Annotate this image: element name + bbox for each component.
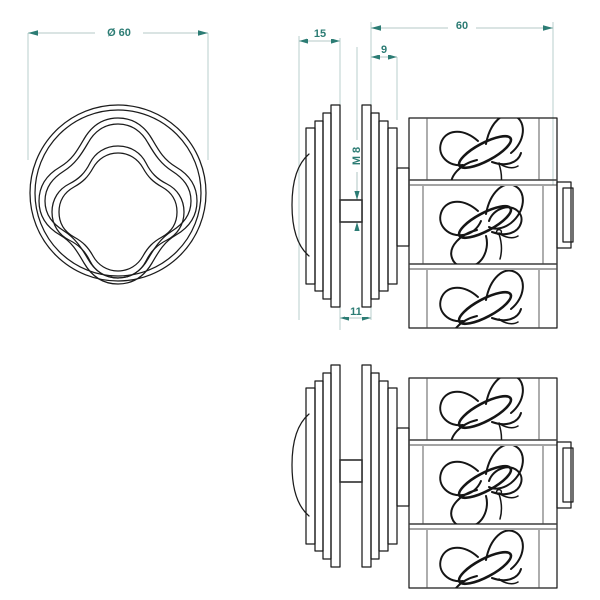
dimension-label-11: 11: [350, 306, 362, 318]
side-view-top: [291, 104, 574, 329]
dimension-label-m8: M 8: [351, 147, 363, 165]
body-boss-inner-top: [562, 187, 574, 243]
dimension-diameter-60: [27, 24, 209, 160]
butterfly-motif-top-band-bottom: [439, 378, 524, 440]
knob-outer-circle-inner: [34, 109, 202, 277]
center-rosette-inner: [58, 152, 178, 272]
body-boss-outer-top: [556, 181, 572, 249]
butterfly-motif-bottom-band-top: [439, 270, 524, 328]
dimension-label-diameter-60: Ø 60: [107, 27, 131, 39]
dimension-15: [299, 26, 340, 44]
quatrefoil-outer: [38, 117, 198, 285]
body-boss-inner-bottom: [562, 447, 574, 503]
front-view-knob: [29, 104, 207, 285]
dimension-label-60-side: 60: [456, 20, 468, 32]
body-boss-outer-bottom: [556, 441, 572, 509]
dimension-9: [371, 42, 398, 120]
butterfly-motif-top-band-top: [439, 118, 524, 180]
dimension-60-side: [371, 18, 553, 32]
center-rosette-outer: [51, 145, 185, 279]
butterfly-motif-middle-top: [439, 186, 524, 264]
butterfly-motif-middle-bottom: [439, 446, 524, 524]
knob-dome-profile-top: [291, 153, 310, 257]
butterfly-motif-bottom-band-bottom: [439, 530, 524, 588]
knob-dome-profile-bottom: [291, 413, 310, 517]
threaded-stem-top: [339, 199, 363, 223]
dimension-label-9: 9: [381, 44, 387, 56]
side-view-bottom: [291, 364, 574, 589]
dimension-label-15: 15: [314, 28, 326, 40]
threaded-stem-bottom: [339, 459, 363, 483]
dimension-thread-m8: [350, 120, 364, 231]
knob-outer-circle: [29, 104, 207, 282]
